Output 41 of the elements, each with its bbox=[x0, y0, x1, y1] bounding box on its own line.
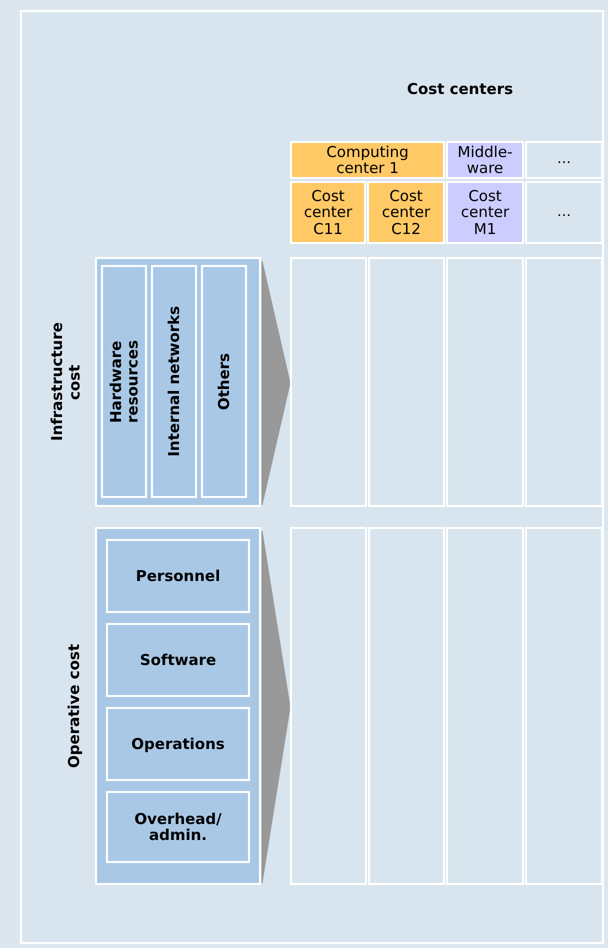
allocation-cell bbox=[525, 257, 603, 507]
cost-item-box bbox=[106, 791, 250, 863]
cost-label: Hardware resources bbox=[108, 339, 140, 425]
cost-label: Cost center C12 bbox=[380, 188, 432, 238]
allocation-cell bbox=[290, 527, 367, 885]
group-heading: Infrastructure cost bbox=[48, 322, 83, 444]
cost-label: Cost center C11 bbox=[302, 188, 354, 238]
cost-center-cell bbox=[525, 181, 603, 244]
allocation-cell bbox=[525, 527, 603, 885]
cost-center-cell bbox=[290, 181, 366, 244]
cost-label: Middle-ware bbox=[456, 144, 514, 176]
cost-item-box bbox=[101, 265, 147, 498]
cost-label: Internal networks bbox=[166, 306, 182, 457]
cost-item-box bbox=[106, 539, 250, 613]
cost-label: … bbox=[557, 152, 571, 168]
cost-center-cell bbox=[290, 141, 445, 179]
cost-label: Personnel bbox=[136, 568, 220, 584]
cost-label: Overhead/ admin. bbox=[133, 810, 223, 844]
cost-item-box bbox=[201, 265, 247, 498]
cost-center-cell bbox=[446, 181, 524, 244]
allocation-cell bbox=[290, 257, 367, 507]
allocation-cell bbox=[368, 527, 445, 885]
cost-label: Software bbox=[140, 652, 216, 668]
allocation-cell bbox=[446, 257, 524, 507]
cost-center-cell bbox=[446, 141, 524, 179]
cost-center-cell bbox=[525, 141, 603, 179]
chevron-arrow bbox=[262, 260, 291, 506]
cost-item-box bbox=[151, 265, 197, 498]
cost-label: Computing center 1 bbox=[325, 144, 410, 176]
cost-item-box bbox=[106, 707, 250, 781]
cost-label: Operations bbox=[131, 736, 225, 752]
chevron-arrow bbox=[262, 530, 290, 884]
allocation-cell bbox=[446, 527, 524, 885]
cost-center-cell bbox=[367, 181, 445, 244]
title: Cost centers bbox=[406, 80, 514, 98]
cost-label: Others bbox=[216, 352, 232, 410]
cost-label: Cost center M1 bbox=[460, 188, 510, 238]
group-heading: Operative cost bbox=[66, 644, 83, 768]
cost-item-box bbox=[106, 623, 250, 697]
cost-label: … bbox=[557, 204, 571, 220]
allocation-cell bbox=[368, 257, 445, 507]
